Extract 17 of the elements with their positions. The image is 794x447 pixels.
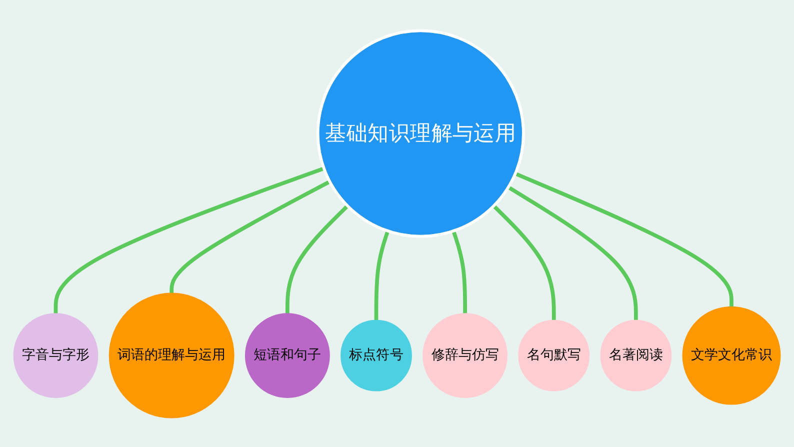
node-circle: 名句默写 — [518, 320, 590, 391]
connector — [286, 204, 349, 314]
connector — [374, 230, 390, 321]
connector — [452, 230, 467, 314]
node-circle: 短语和句子 — [244, 312, 330, 398]
node-circle: 名著阅读 — [600, 320, 672, 391]
connector — [492, 204, 556, 321]
node-circle: 文学文化常识 — [682, 306, 781, 404]
node-circle: 修辞与仿写 — [422, 312, 508, 398]
node-circle: 标点符号 — [340, 320, 412, 391]
connector — [54, 166, 325, 314]
connector — [170, 180, 331, 294]
node-circle: 词语的理解与运用 — [108, 292, 234, 418]
connector — [507, 185, 638, 321]
node-circle: 字音与字形 — [13, 312, 98, 398]
node-circle: 基础知识理解与运用 — [316, 28, 525, 238]
connector — [514, 172, 734, 308]
